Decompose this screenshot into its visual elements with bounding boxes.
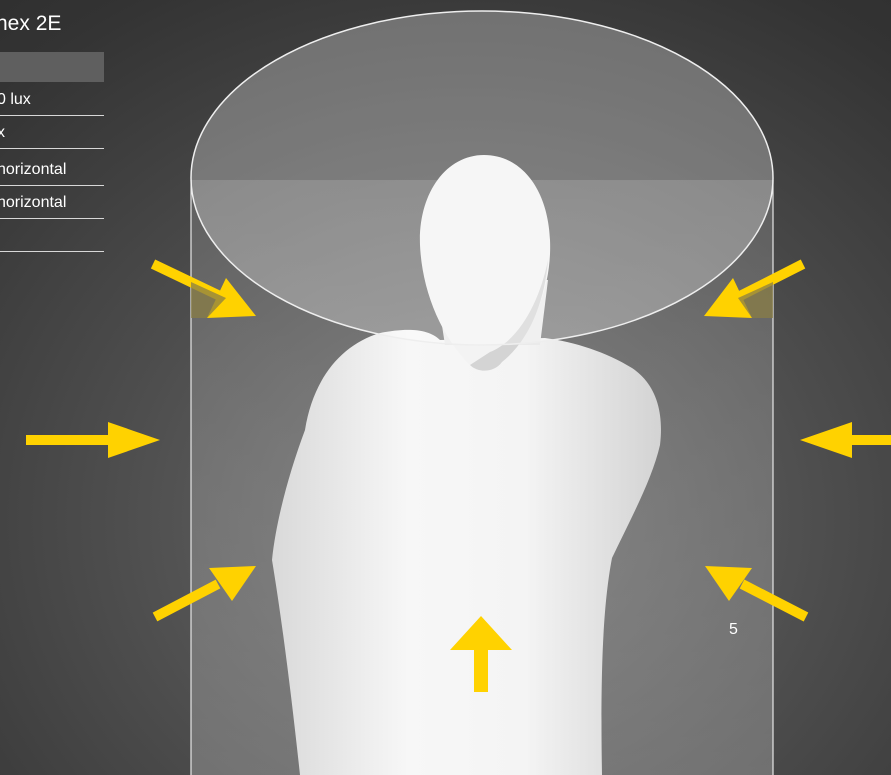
panel-row — [0, 220, 104, 252]
panel-title: nex 2E — [0, 12, 61, 36]
panel-row-label: horizontal — [0, 187, 66, 219]
cylinder-top-disc — [191, 11, 773, 345]
panel-row-label: 0 lux — [0, 84, 31, 116]
panel-row: 0 lux — [0, 84, 104, 116]
page-number: 5 — [729, 621, 738, 639]
panel-row-label: horizontal — [0, 154, 66, 186]
light-arrow-icon — [26, 422, 160, 458]
panel-row: horizontal — [0, 154, 104, 186]
panel-row: horizontal — [0, 187, 104, 219]
light-arrow-icon — [800, 422, 891, 458]
panel-header-bar — [0, 52, 104, 82]
panel-row-label: x — [0, 117, 5, 149]
panel-row: x — [0, 117, 104, 149]
